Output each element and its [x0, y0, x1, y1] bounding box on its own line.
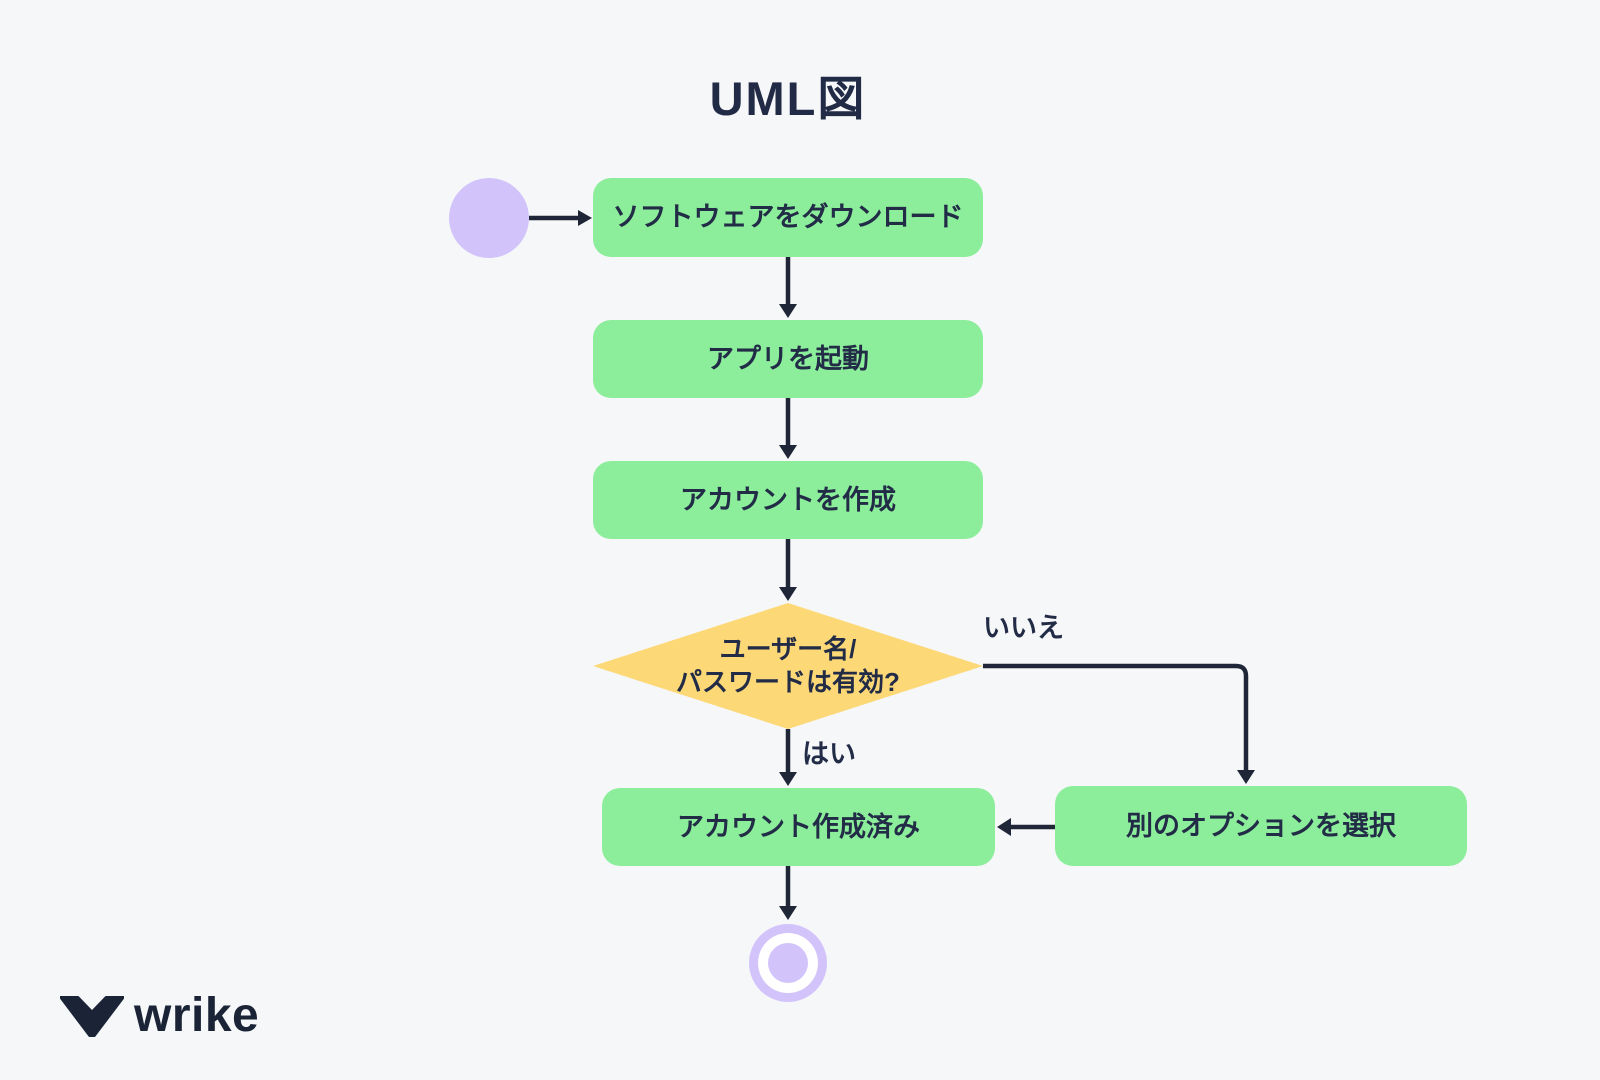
node-other-option: 別のオプションを選択 — [1055, 786, 1467, 866]
arrowhead-down-icon — [779, 772, 797, 786]
start-node — [449, 178, 529, 258]
wrike-logo-icon — [60, 996, 124, 1037]
page-title: UML図 — [709, 72, 867, 125]
decision-line-2: パスワードは有効? — [676, 667, 900, 697]
decision-diamond-shape — [593, 603, 983, 729]
node-download-software: ソフトウェアをダウンロード — [593, 178, 983, 257]
decision-node-label: ユーザー名/ パスワードは有効? — [628, 628, 948, 704]
edge-decision-no-branch — [983, 663, 1249, 770]
arrowhead-down-icon — [779, 445, 797, 459]
arrowheads — [578, 210, 1255, 920]
arrowhead-right-icon — [578, 210, 592, 226]
arrowhead-down-icon — [779, 906, 797, 920]
node-account-created: アカウント作成済み — [602, 788, 995, 866]
node-launch-app: アプリを起動 — [593, 320, 983, 398]
branch-label-no: いいえ — [983, 613, 1064, 643]
branch-label-yes: はい — [802, 739, 856, 769]
arrowhead-down-icon — [779, 587, 797, 601]
arrowhead-down-icon — [779, 304, 797, 318]
connector-lines — [529, 215, 1249, 906]
end-node-ring — [758, 933, 818, 993]
node-create-account: アカウントを作成 — [593, 461, 983, 539]
brand-footer: wrike — [60, 989, 260, 1042]
end-node — [749, 924, 827, 1002]
arrowhead-down-icon — [1237, 770, 1255, 784]
decision-line-1: ユーザー名/ — [719, 634, 857, 664]
brand-name: wrike — [134, 989, 260, 1042]
arrowhead-left-icon — [997, 818, 1011, 836]
end-node-dot — [768, 943, 808, 983]
